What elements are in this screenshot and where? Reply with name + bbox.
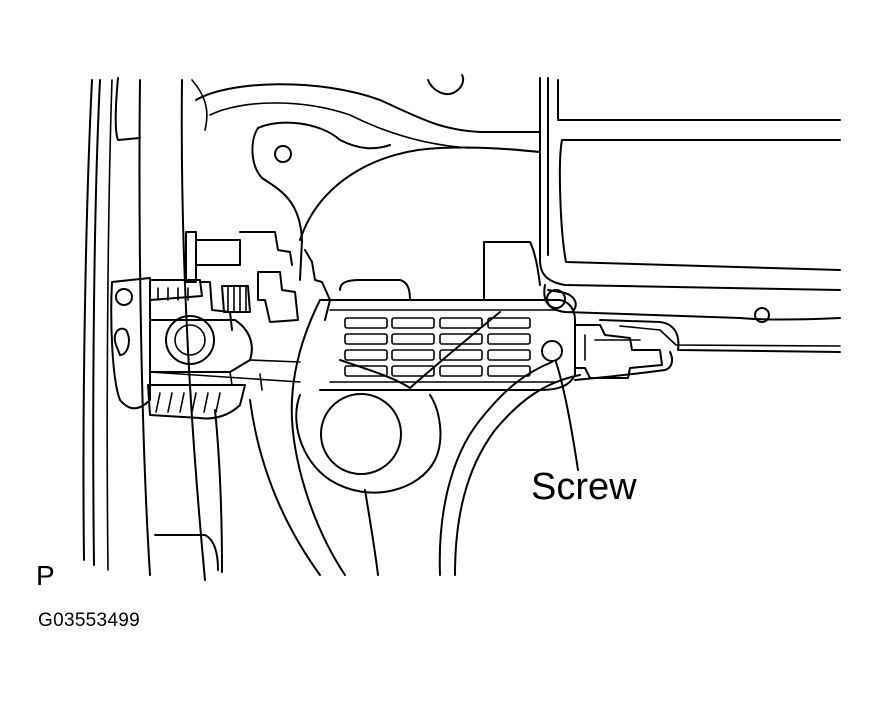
screw-leader-line [555,361,579,471]
lower-panel-details [154,299,581,576]
view-letter: P [36,560,55,591]
rail-end-bracket [574,324,674,381]
regulator-rail [319,241,579,471]
screw-head [541,340,563,362]
screw-callout-label: Screw [531,466,637,508]
door-frame-left [82,77,208,581]
inner-panel-outline [195,74,541,281]
figure-code: G03553499 [38,610,141,631]
window-channel-frame [539,77,841,353]
regulator-motor-assembly [110,231,331,420]
rail-slots [344,317,531,377]
